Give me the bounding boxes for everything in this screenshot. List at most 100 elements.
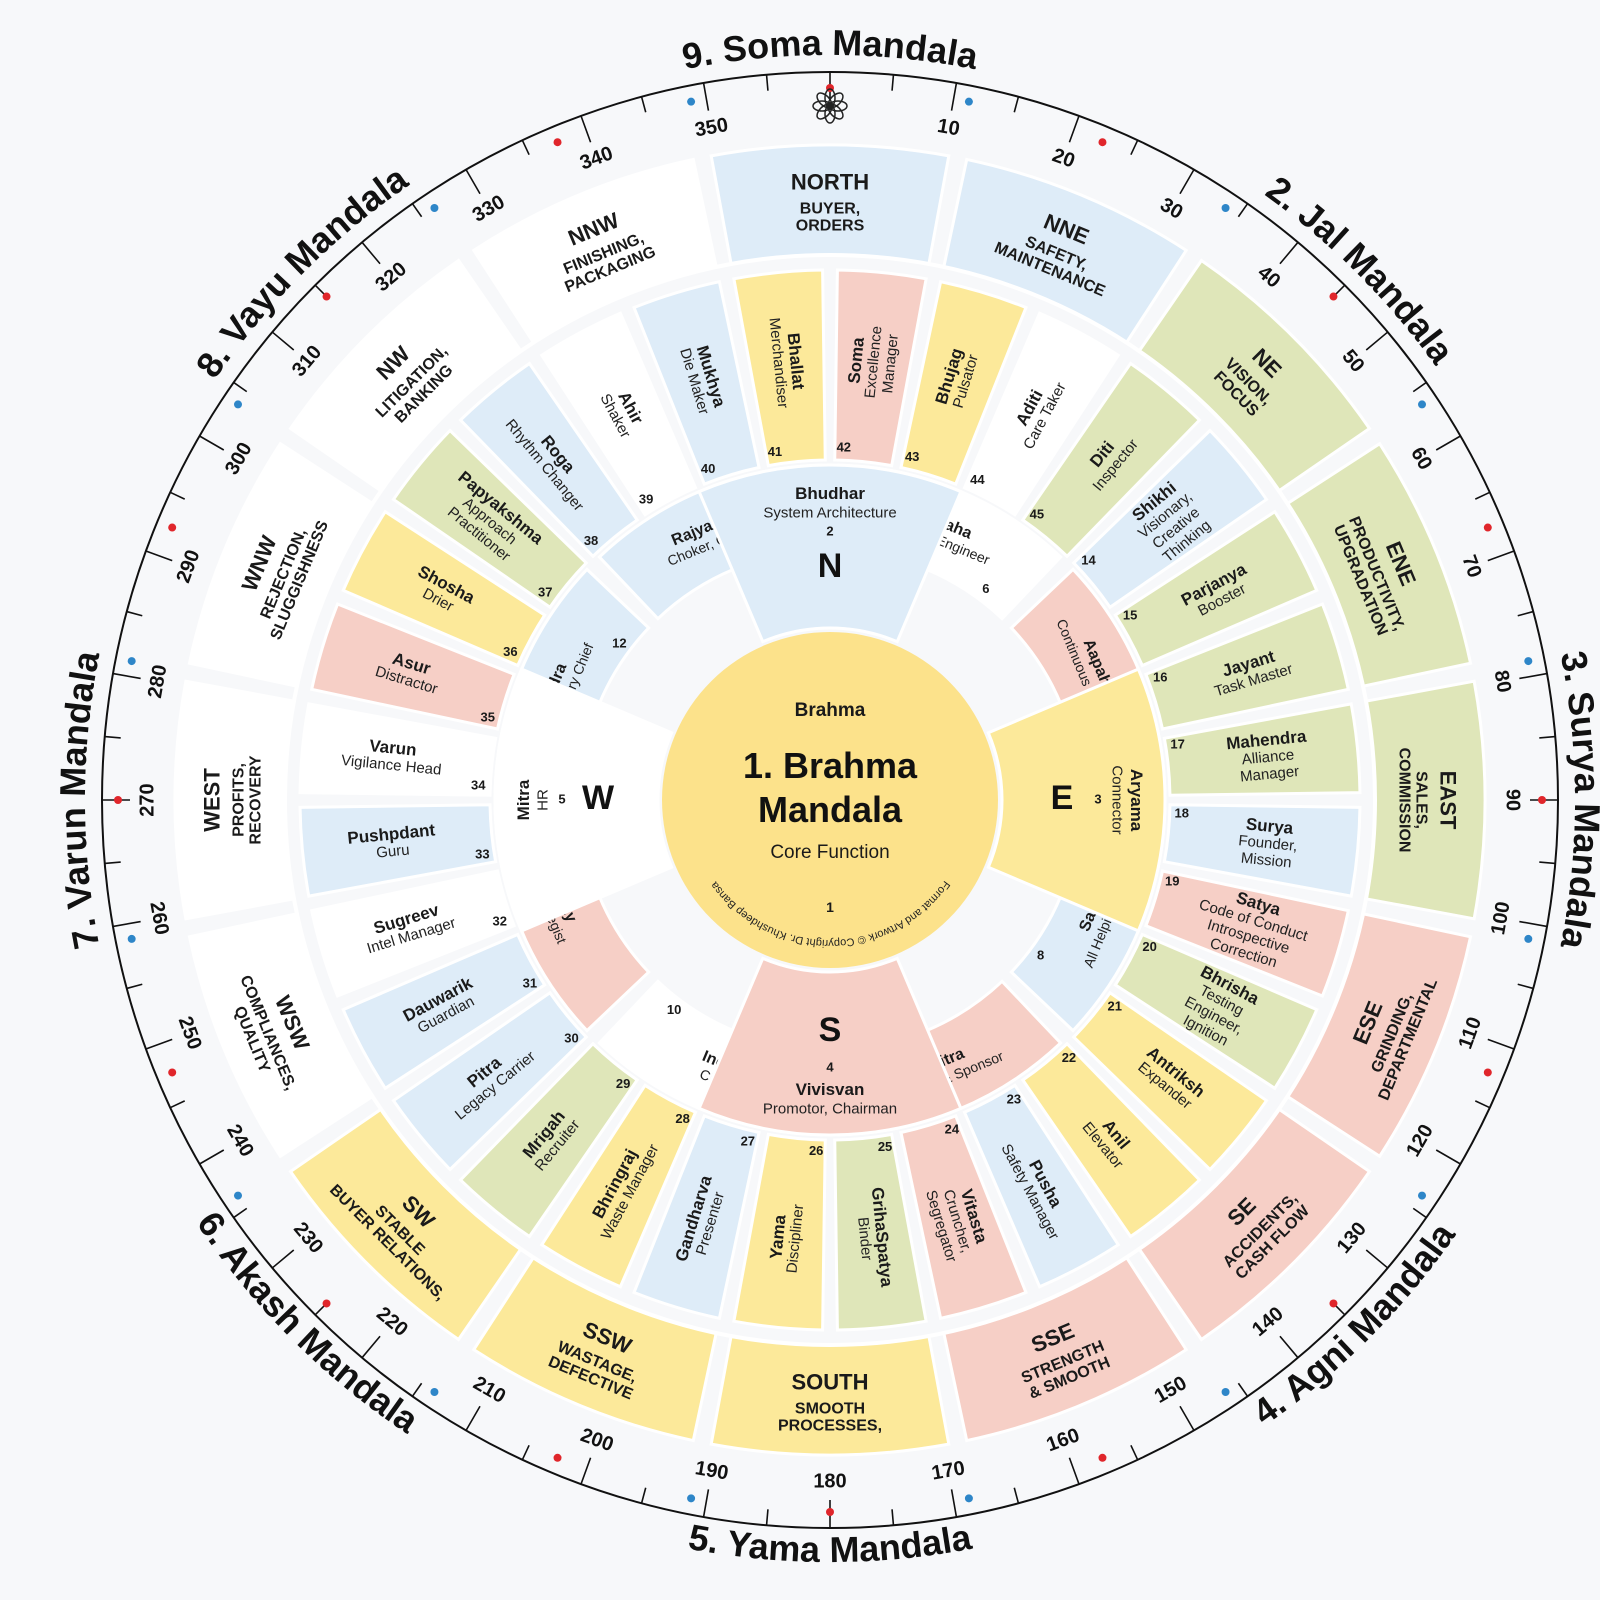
cardinal-letter-s: S: [819, 1011, 842, 1049]
direction-marker: [553, 138, 562, 147]
devta-bhujag: [899, 279, 1028, 487]
devta-grihaspatya: [833, 1132, 928, 1332]
cardinal-letter-w: W: [582, 779, 615, 817]
inner-devta-number: 12: [612, 636, 626, 651]
devta-shikhi: [1071, 428, 1269, 610]
cardinal-sector-w: [493, 667, 674, 933]
degree-tick: [765, 74, 769, 91]
degree-tick: [640, 96, 647, 113]
devta-number: 44: [970, 472, 985, 487]
devta-number: 36: [503, 644, 517, 659]
direction-marker: [1418, 1191, 1427, 1200]
brahma-center-disc: [662, 632, 998, 968]
zone-label-east-line1: EAST: [1436, 771, 1461, 830]
degree-tick: [640, 1487, 647, 1504]
direction-marker: [127, 934, 136, 943]
degree-tick: [1487, 1038, 1515, 1050]
cardinal-devta-bhudhar-line2: System Architecture: [763, 505, 896, 522]
cardinal-sector-s: [697, 956, 963, 1137]
degree-tick: [112, 920, 141, 928]
devta-number: 33: [475, 847, 489, 862]
degree-tick: [104, 735, 121, 739]
devta-number: 42: [837, 440, 851, 455]
cardinal-devta-aryama-line1: Aryama: [1127, 769, 1146, 832]
inner-devta-number: 8: [1037, 947, 1044, 962]
zone-label-west-line3: RECOVERY: [248, 755, 265, 845]
devta-role: Binder: [854, 1216, 875, 1261]
direction-marker: [1524, 657, 1533, 666]
degree-tick: [126, 610, 143, 617]
zone-label-west-line2: PROFITS,: [230, 763, 247, 837]
degree-label: 10: [936, 115, 962, 141]
devta-antriksh: [1071, 990, 1269, 1172]
inner-devta-number: 6: [982, 581, 989, 596]
direction-marker: [1329, 292, 1338, 301]
devta-pusha: [962, 1083, 1121, 1289]
devta-role: Guru: [375, 841, 410, 861]
cardinal-letter-e: E: [1051, 779, 1074, 817]
devta-mahendra: [1162, 702, 1362, 797]
degree-tick: [104, 861, 121, 865]
direction-marker: [1221, 1388, 1230, 1397]
devta-dauwarik: [341, 932, 547, 1091]
devta-role: Founder,: [1238, 832, 1299, 855]
devta-parjanya: [1113, 509, 1319, 668]
degree-tick: [1237, 1382, 1249, 1397]
devta-role: Alliance: [1241, 746, 1295, 768]
degree-label: 180: [813, 1470, 846, 1492]
devta-bhringraj: [539, 1083, 698, 1289]
cardinal-sector-n: [697, 463, 963, 644]
devta-number: 37: [538, 585, 552, 600]
degree-tick: [950, 82, 958, 111]
zone-label-east-line2: SALES,: [1413, 771, 1430, 829]
devta-roga: [458, 361, 640, 559]
direction-marker: [168, 1068, 177, 1077]
direction-marker: [687, 97, 696, 106]
zone-label-south-line3: PROCESSES,: [778, 1418, 882, 1435]
devta-number: 29: [616, 1076, 630, 1091]
devta-number: 31: [523, 975, 537, 990]
degree-tick: [1130, 1444, 1139, 1461]
zone-south: [709, 1334, 951, 1457]
devta-anil: [1020, 1041, 1202, 1239]
devta-satya: [1143, 869, 1351, 998]
degree-tick: [1179, 169, 1195, 195]
degree-tick: [1412, 381, 1427, 393]
devta-role: Mission: [1240, 850, 1292, 872]
devta-role: Manager: [1239, 763, 1300, 786]
degree-tick: [112, 672, 141, 680]
degree-tick: [765, 1509, 769, 1526]
cardinal-devta-mitra-line2: HR: [535, 789, 552, 811]
degree-label: 80: [1490, 669, 1516, 695]
degree-tick: [1412, 1207, 1427, 1219]
devta-number: 17: [1170, 736, 1184, 751]
degree-tick: [521, 1444, 530, 1461]
degree-tick: [411, 1382, 423, 1397]
devta-sugreev: [309, 869, 517, 998]
degree-tick: [891, 1509, 895, 1526]
devta-ahir: [539, 311, 698, 517]
degree-tick: [1487, 550, 1515, 562]
degree-tick: [702, 1489, 710, 1518]
degree-tick: [1474, 491, 1491, 500]
devta-number: 32: [493, 913, 507, 928]
direction-marker: [233, 400, 242, 409]
direction-marker: [553, 1453, 562, 1462]
devta-name: Surya: [1245, 814, 1294, 838]
direction-marker: [1221, 203, 1230, 212]
direction-marker: [826, 1508, 834, 1516]
devta-yama: [732, 1132, 827, 1332]
devta-number: 41: [768, 444, 782, 459]
degree-tick: [1068, 115, 1080, 143]
degree-tick: [199, 435, 225, 451]
devta-number: 25: [878, 1139, 892, 1154]
devta-varun: [298, 702, 498, 797]
devta-number: 38: [584, 533, 598, 548]
